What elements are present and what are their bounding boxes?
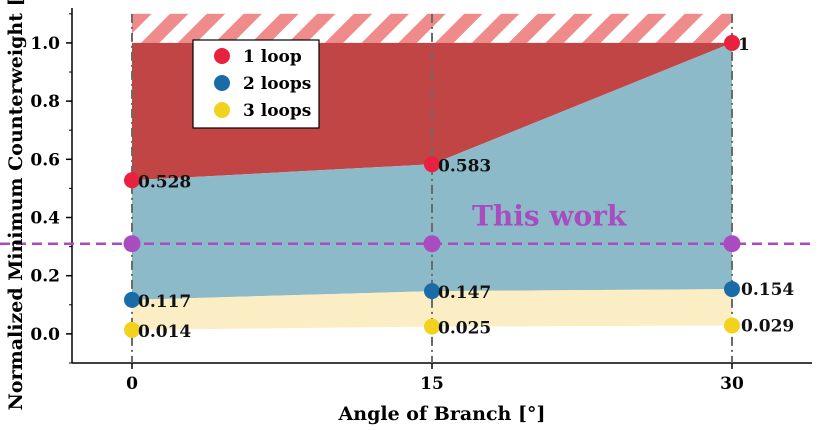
point-3-loops-0 <box>124 321 140 338</box>
x-tick-label: 0 <box>126 374 138 394</box>
point-1-loop-0 <box>124 172 140 189</box>
x-tick-label: 30 <box>720 374 744 394</box>
point-2-loops-15 <box>424 283 440 300</box>
data-label: 1 <box>738 35 750 55</box>
x-axis-title: Angle of Branch [°] <box>338 403 546 425</box>
data-label: 0.025 <box>438 319 491 339</box>
band-3-loops <box>132 289 732 330</box>
point-3-loops-15 <box>424 318 440 335</box>
legend-label-1-loop: 1 loop <box>243 47 302 67</box>
point-2-loops-30 <box>724 281 740 298</box>
y-tick-label: 1.0 <box>30 34 60 54</box>
point-2-loops-0 <box>124 291 140 308</box>
point-3-loops-30 <box>724 317 740 334</box>
y-tick-label: 0.0 <box>30 325 60 345</box>
data-label: 0.583 <box>438 156 491 176</box>
legend: 1 loop 2 loops 3 loops <box>192 39 320 129</box>
y-axis-title: Normalized Minimum Counterweight [-] <box>5 0 27 410</box>
y-tick-label: 0.4 <box>30 209 60 229</box>
data-label: 0.528 <box>138 172 191 192</box>
this-work-point-0 <box>123 235 141 253</box>
y-tick-label: 0.2 <box>30 267 60 287</box>
data-label: 0.014 <box>138 322 191 342</box>
legend-label-3-loops: 3 loops <box>243 101 311 121</box>
this-work-label: This work <box>472 200 627 233</box>
legend-marker-3-loops <box>214 102 230 118</box>
this-work-point-30 <box>723 235 741 253</box>
y-tick-label: 0.6 <box>30 150 60 170</box>
legend-marker-2-loops <box>214 75 230 91</box>
legend-label-2-loops: 2 loops <box>243 74 311 94</box>
point-1-loop-30 <box>724 34 740 51</box>
legend-marker-1-loop <box>214 48 230 64</box>
legend-box <box>192 39 320 129</box>
data-label: 0.029 <box>741 316 794 336</box>
x-tick-label: 15 <box>420 374 444 394</box>
data-label: 0.147 <box>438 283 491 303</box>
point-1-loop-15 <box>424 156 440 173</box>
data-label: 0.154 <box>741 280 794 300</box>
y-tick-label: 0.8 <box>30 92 60 112</box>
this-work-point-15 <box>423 235 441 253</box>
data-label: 0.117 <box>138 292 191 312</box>
